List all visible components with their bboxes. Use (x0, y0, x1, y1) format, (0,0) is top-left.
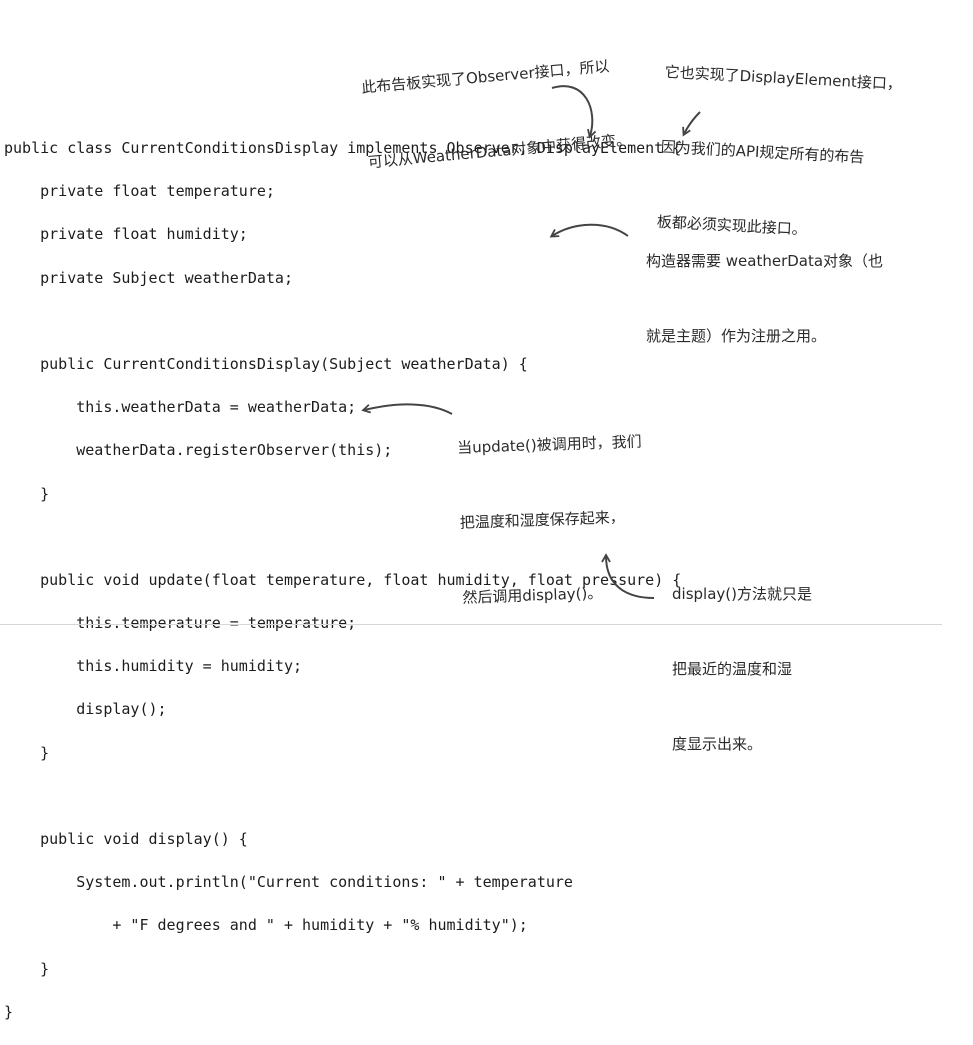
annotation-observer: 此布告板实现了Observer接口，所以 可以从WeatherData对象中获得… (356, 3, 634, 200)
code-line: } (4, 484, 50, 503)
code-line: private float temperature; (4, 182, 275, 201)
annotation-line: 度显示出来。 (672, 735, 763, 753)
code-line: public void display() { (4, 830, 248, 848)
code-line: weatherData.registerObserver(this); (4, 441, 393, 460)
annotation-constructor: 构造器需要 weatherData对象（也 就是主题）作为注册之用。 (646, 199, 883, 374)
code-line: + "F degrees and " + humidity + "% humid… (4, 916, 528, 935)
annotation-line: 当update()被调用时，我们 (456, 432, 642, 457)
annotation-line: 可以从WeatherData对象中获得改变。 (367, 130, 632, 172)
code-line: } (4, 1002, 14, 1021)
code-line: private float humidity; (4, 225, 248, 244)
code-line: public class CurrentConditionsDisplay im… (4, 139, 682, 157)
annotation-line: display()方法就只是 (672, 585, 812, 603)
annotation-line: 它也实现了DisplayElement接口， (664, 62, 903, 94)
code-line: private Subject weatherData; (4, 268, 293, 287)
code-line: System.out.println("Current conditions: … (4, 873, 573, 892)
code-line (4, 786, 681, 808)
divider (0, 624, 942, 625)
code-line: public CurrentConditionsDisplay(Subject … (4, 354, 528, 373)
code-line: } (4, 743, 50, 762)
annotation-line: 把温度和湿度保存起来， (459, 508, 626, 532)
annotation-line: 构造器需要 weatherData对象（也 (646, 252, 884, 270)
annotation-line: 然后调用display()。 (462, 583, 603, 607)
code-line: this.weatherData = weatherData; (4, 398, 357, 417)
annotation-update: 当update()被调用时，我们 把温度和湿度保存起来， 然后调用display… (455, 380, 648, 636)
code-line: display(); (4, 700, 167, 719)
code-line (4, 311, 681, 333)
annotation-line: 把最近的温度和湿 (672, 660, 793, 678)
annotation-line: 就是主题）作为注册之用。 (646, 327, 827, 345)
code-line: this.humidity = humidity; (4, 657, 303, 676)
annotation-display: display()方法就只是 把最近的温度和湿 度显示出来。 (672, 532, 812, 782)
code-line: } (4, 959, 50, 978)
annotation-line: 因为我们的API规定所有的布告 (660, 137, 865, 167)
annotation-line: 此布告板实现了Observer接口，所以 (360, 57, 611, 97)
